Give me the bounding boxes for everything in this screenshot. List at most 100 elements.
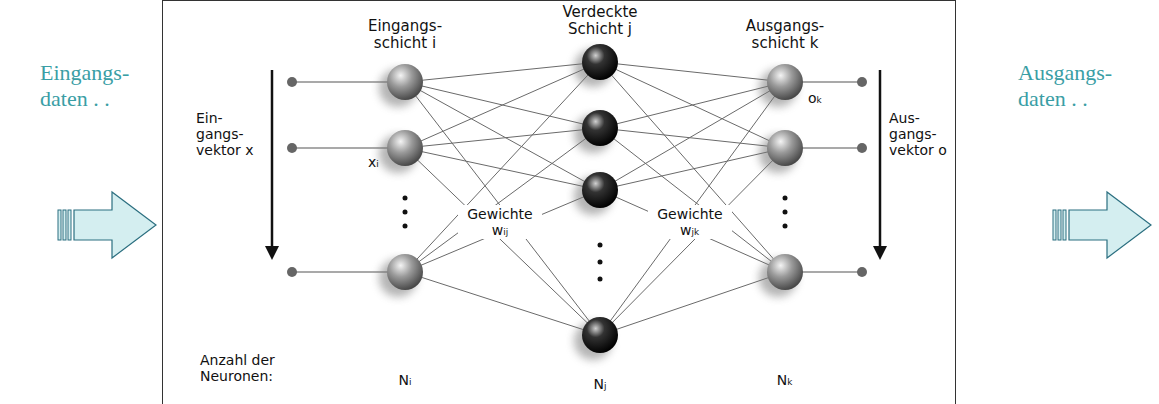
neuron-shadow — [379, 49, 797, 360]
flow-arrow — [74, 192, 156, 258]
layer-title: Ausgangs- schicht k — [739, 18, 831, 52]
ellipsis-dots — [403, 196, 408, 201]
weight-line — [600, 190, 785, 272]
weight-line — [405, 62, 600, 82]
count-symbol-slot: Nⱼ — [583, 376, 617, 392]
terminal-dot — [857, 267, 867, 277]
weight-label: Gewichte wᵢⱼ — [458, 205, 542, 239]
input-neuron — [387, 254, 423, 290]
layer-title: Eingangs- schicht i — [359, 18, 451, 52]
vector-arrow — [265, 246, 279, 260]
weight-line — [405, 272, 600, 335]
figure-frame — [163, 1, 956, 404]
ellipsis-dots — [403, 196, 788, 282]
terminal-dot — [287, 77, 297, 87]
weight-line — [600, 62, 785, 82]
terminal-dot — [287, 143, 297, 153]
weight-line — [405, 190, 600, 272]
output-neuron — [767, 64, 803, 290]
ellipsis-dots — [783, 224, 788, 229]
ellipsis-dots — [403, 224, 408, 229]
input-neuron — [387, 130, 423, 166]
flow-arrow — [1063, 210, 1066, 240]
hidden-neuron — [582, 172, 618, 208]
layer-title: Verdeckte Schicht j — [554, 4, 646, 38]
flow-arrow — [58, 210, 61, 240]
hidden-neuron — [582, 110, 618, 146]
io-caption: Eingangs- daten . . — [40, 60, 145, 112]
count-symbol: Nₖ — [768, 372, 802, 388]
terminal-dot — [857, 143, 867, 153]
count-symbol-slot: Nᵢ — [388, 372, 422, 388]
io-caption: Ausgangs- daten . . — [1018, 60, 1133, 112]
io-caption-slot: Ausgangs- daten . . — [1018, 60, 1133, 112]
vector-label-slot: Aus- gangs- vektor o — [889, 110, 953, 158]
vector-arrow — [265, 70, 887, 260]
weight-line — [405, 62, 785, 335]
terminal-dot — [857, 77, 867, 87]
count-label-slot: Anzahl der Neuronen: — [200, 352, 300, 384]
layer-title-slot: Verdeckte Schicht j — [554, 4, 646, 38]
vector-label-slot: Ein- gangs- vektor x — [196, 110, 264, 158]
ellipsis-dots — [598, 260, 603, 265]
vector-label: Aus- gangs- vektor o — [889, 110, 953, 158]
count-symbol-slot: Nₖ — [768, 372, 802, 388]
layer-title-slot: Eingangs- schicht i — [359, 18, 451, 52]
terminal-line — [292, 82, 862, 272]
ellipsis-dots — [403, 210, 408, 215]
weight-line — [405, 82, 600, 190]
ellipsis-dots — [598, 243, 603, 248]
input-neuron — [387, 64, 423, 100]
layer-title-slot: Ausgangs- schicht k — [739, 18, 831, 52]
weight-line — [405, 148, 600, 335]
count-symbol: Nⱼ — [583, 376, 617, 392]
io-caption-slot: Eingangs- daten . . — [40, 60, 145, 112]
weight-line — [600, 128, 785, 272]
weight-line — [600, 82, 785, 190]
ellipsis-dots — [783, 196, 788, 201]
weight-line — [405, 82, 600, 335]
weight-line — [600, 272, 785, 335]
weight-line — [405, 148, 600, 190]
output-neuron — [767, 130, 803, 166]
weight-label-slot: Gewichte wᵢⱼ — [458, 205, 542, 239]
weight-label: Gewichte wⱼₖ — [648, 205, 732, 239]
weight-line — [600, 62, 785, 148]
terminal-dot — [287, 77, 867, 277]
weight-line — [600, 148, 785, 335]
symbol-label-slot: xᵢ — [368, 154, 390, 170]
weight-line — [600, 62, 785, 272]
count-symbol: Nᵢ — [388, 372, 422, 388]
weight-line — [405, 128, 600, 148]
vector-label: Ein- gangs- vektor x — [196, 110, 264, 158]
flow-arrow — [1053, 210, 1056, 240]
output-neuron — [767, 64, 803, 100]
weight-line — [405, 128, 600, 272]
input-neuron — [387, 64, 423, 290]
flow-arrow — [1058, 210, 1061, 240]
hidden-neuron — [582, 44, 618, 80]
weight-line — [405, 62, 600, 272]
weight-line — [600, 148, 785, 190]
hidden-neuron — [582, 44, 618, 353]
weight-line — [600, 82, 785, 335]
weight-label-slot: Gewichte wⱼₖ — [648, 205, 732, 239]
weight-line — [600, 82, 785, 128]
weight-line — [405, 62, 600, 148]
flow-arrow — [63, 210, 66, 240]
vector-arrow — [271, 70, 274, 248]
symbol-label: xᵢ — [368, 154, 390, 170]
ellipsis-dots — [598, 277, 603, 282]
weight-line — [600, 128, 785, 148]
count-label: Anzahl der Neuronen: — [200, 352, 300, 384]
flow-arrow — [1069, 192, 1151, 258]
symbol-label: oₖ — [808, 90, 830, 106]
symbol-label-slot: oₖ — [808, 90, 830, 106]
terminal-dot — [287, 267, 297, 277]
vector-arrow — [873, 246, 887, 260]
hidden-neuron — [582, 317, 618, 353]
vector-arrow — [879, 70, 882, 248]
output-neuron — [767, 254, 803, 290]
